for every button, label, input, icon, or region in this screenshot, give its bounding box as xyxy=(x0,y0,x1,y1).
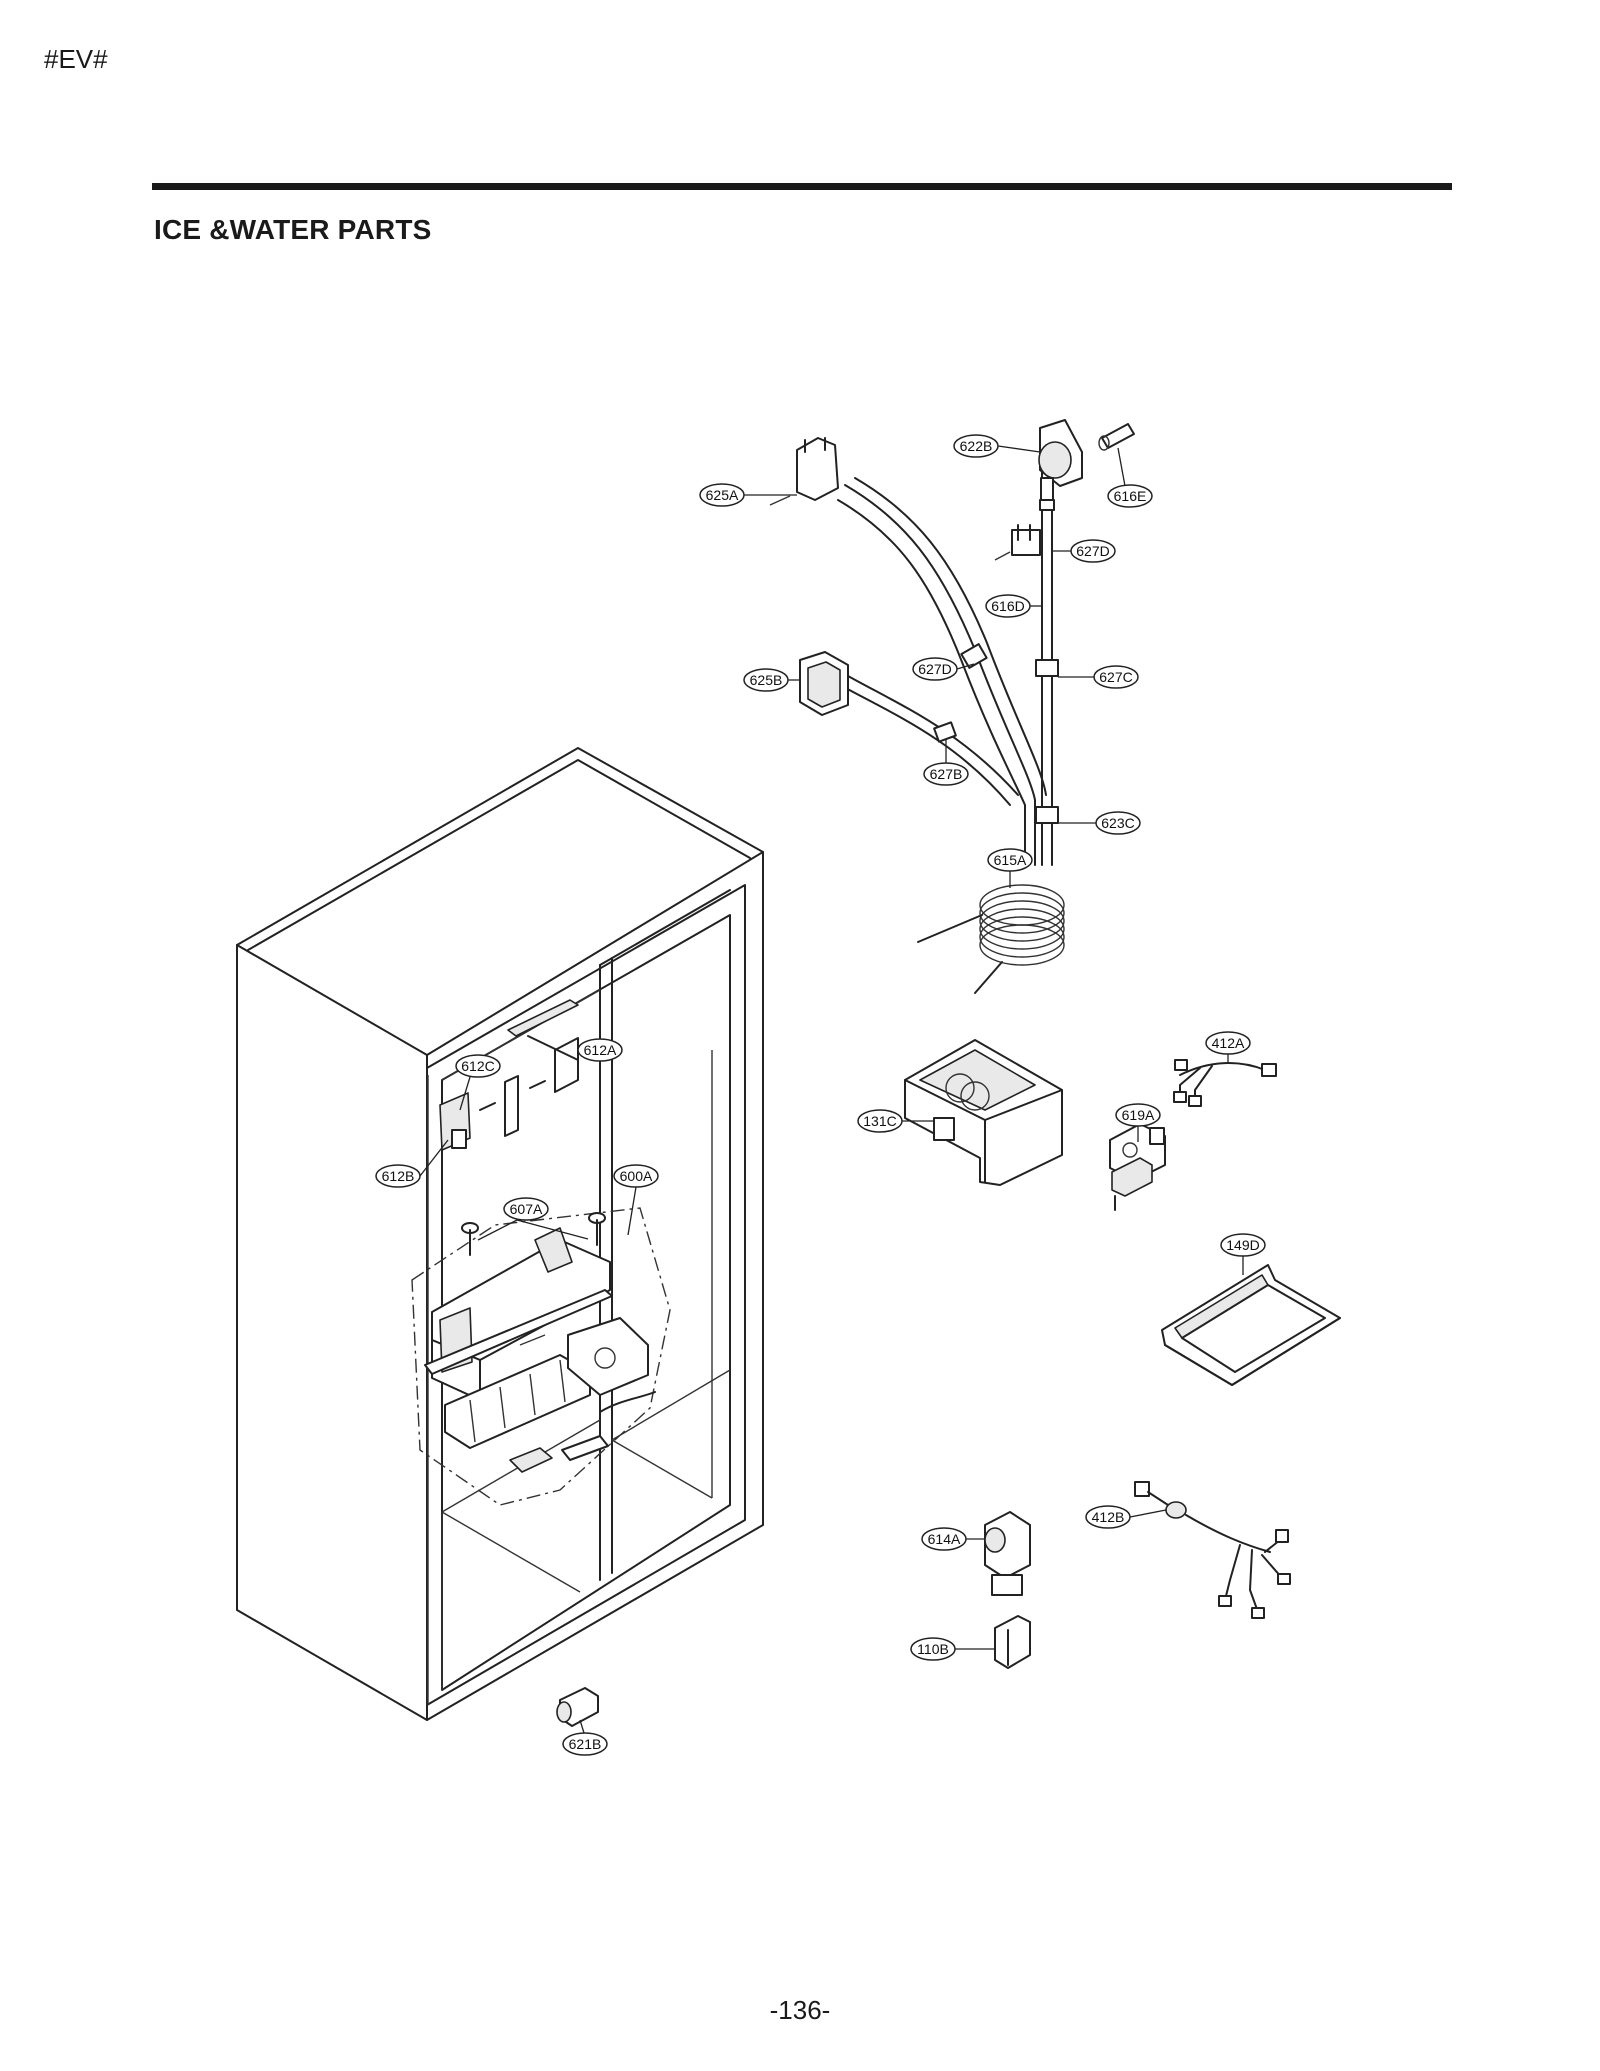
svg-text:612B: 612B xyxy=(382,1168,415,1184)
svg-text:614A: 614A xyxy=(928,1531,961,1547)
page-number: -136- xyxy=(769,1995,831,2025)
svg-text:627B: 627B xyxy=(930,766,963,782)
callout-623C: 623C xyxy=(1058,811,1141,835)
ice-maker-mount-brackets xyxy=(439,999,579,1151)
water-inlet xyxy=(556,1687,599,1727)
svg-text:612C: 612C xyxy=(461,1058,494,1074)
callout-412A: 412A xyxy=(1205,1031,1251,1062)
callout-110B: 110B xyxy=(910,1637,995,1661)
svg-text:625B: 625B xyxy=(750,672,783,688)
svg-text:412A: 412A xyxy=(1212,1035,1245,1051)
dispenser-solenoid xyxy=(984,1511,1031,1596)
svg-text:627D: 627D xyxy=(1076,543,1109,559)
dispenser-nozzle xyxy=(1038,419,1083,511)
callout-614A: 614A xyxy=(921,1527,985,1551)
svg-text:600A: 600A xyxy=(620,1168,653,1184)
svg-text:623C: 623C xyxy=(1101,815,1134,831)
callout-412B: 412B xyxy=(1085,1505,1167,1529)
callout-627D-mid: 627D xyxy=(912,657,975,681)
callout-625A: 625A xyxy=(699,483,797,507)
callout-612A: 612A xyxy=(577,1038,623,1062)
svg-text:607A: 607A xyxy=(510,1201,543,1217)
page-title: ICE &WATER PARTS xyxy=(154,214,432,245)
svg-text:621B: 621B xyxy=(569,1736,602,1752)
callout-149D: 149D xyxy=(1220,1233,1266,1275)
callout-612C: 612C xyxy=(455,1054,501,1111)
callout-615A: 615A xyxy=(987,848,1033,888)
icemaker-assembly xyxy=(411,1207,671,1506)
title-rule xyxy=(152,183,1452,190)
callout-616D: 616D xyxy=(985,594,1042,618)
callout-600A: 600A xyxy=(613,1164,659,1236)
tube-fitting xyxy=(1098,423,1135,451)
refrigerator-cabinet xyxy=(236,747,764,1721)
callout-619A: 619A xyxy=(1115,1103,1161,1142)
callout-622B: 622B xyxy=(953,434,1041,458)
drip-tray xyxy=(1161,1264,1341,1386)
svg-text:627D: 627D xyxy=(918,661,951,677)
svg-text:615A: 615A xyxy=(994,852,1027,868)
wire-harness-a xyxy=(1173,1059,1277,1107)
ice-bucket xyxy=(904,1039,1063,1186)
callout-616E: 616E xyxy=(1107,447,1153,508)
svg-text:616E: 616E xyxy=(1114,488,1147,504)
callout-607A: 607A xyxy=(477,1197,589,1241)
svg-text:627C: 627C xyxy=(1099,669,1132,685)
wire-harness-b xyxy=(1134,1481,1291,1619)
svg-text:616D: 616D xyxy=(991,598,1024,614)
callout-131C: 131C xyxy=(857,1109,934,1133)
callout-627D-top: 627D xyxy=(1052,539,1116,563)
svg-text:625A: 625A xyxy=(706,487,739,503)
tube-covers xyxy=(769,437,849,716)
coiled-tubing xyxy=(917,884,1065,994)
svg-text:412B: 412B xyxy=(1092,1509,1125,1525)
svg-text:619A: 619A xyxy=(1122,1107,1155,1123)
svg-text:612A: 612A xyxy=(584,1042,617,1058)
callout-621B: 621B xyxy=(562,1719,608,1756)
callout-625B: 625B xyxy=(743,668,800,692)
solenoid-bracket xyxy=(994,1615,1031,1669)
svg-text:110B: 110B xyxy=(917,1641,949,1657)
water-tubes xyxy=(837,469,1059,866)
svg-text:149D: 149D xyxy=(1226,1237,1259,1253)
callout-627B: 627B xyxy=(923,739,969,786)
svg-text:131C: 131C xyxy=(863,1113,896,1129)
svg-text:622B: 622B xyxy=(960,438,993,454)
callout-612B: 612B xyxy=(375,1139,449,1188)
callout-627C: 627C xyxy=(1058,665,1139,689)
header-code: #EV# xyxy=(44,44,108,74)
callout-layer: 625A 622B 616E 627D 616D 625B xyxy=(375,434,1266,1756)
